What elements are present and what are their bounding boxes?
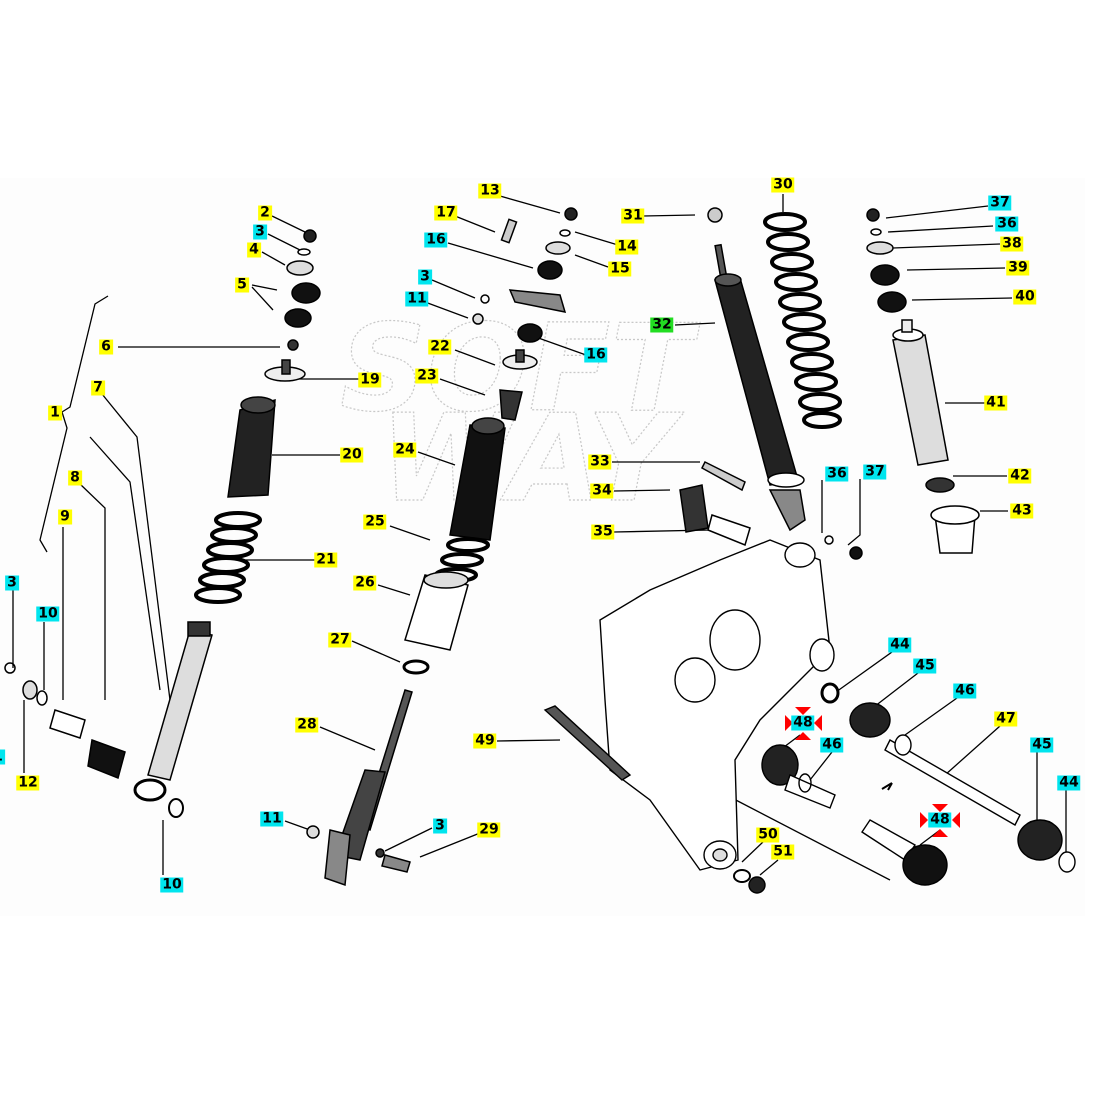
callout-label: 37 [863, 463, 887, 480]
callout-label: 10 [160, 876, 184, 893]
callout-label: 4 [247, 241, 261, 258]
callout-label: 17 [434, 204, 458, 221]
callout-label: 48 [791, 714, 815, 731]
callout-label: 41 [984, 394, 1008, 411]
callout-label: 50 [756, 826, 780, 843]
callout-label: 16 [584, 346, 608, 363]
callout-label: 23 [415, 367, 439, 384]
callout-label: 22 [428, 338, 452, 355]
callout-label: 3 [433, 817, 447, 834]
callout-label: 24 [393, 441, 417, 458]
center-fork-parts [306, 207, 578, 887]
callout-label: 29 [477, 821, 501, 838]
callout-label: 46 [820, 736, 844, 753]
callout-label: 48 [928, 811, 952, 828]
marker-48-a [785, 707, 822, 740]
callout-label: 3 [418, 268, 432, 285]
leader-lines [12, 194, 1067, 881]
callout-label: 36 [825, 465, 849, 482]
callout-label: 6 [99, 338, 113, 355]
callout-label: 9 [58, 508, 72, 525]
callout-label: 14 [615, 238, 639, 255]
callout-label: 35 [591, 523, 615, 540]
callout-label: 1 [0, 749, 5, 765]
callout-label: 44 [1057, 774, 1081, 791]
rear-shock-parts [679, 207, 980, 560]
callout-label: 36 [995, 215, 1019, 232]
callout-label: 38 [1000, 235, 1024, 252]
callout-label: 11 [260, 810, 284, 827]
callout-label: 31 [621, 207, 645, 224]
callout-label: 26 [353, 574, 377, 591]
callout-label: 51 [771, 843, 795, 860]
callout-label: 47 [994, 710, 1018, 727]
callout-label: 45 [1030, 736, 1054, 753]
callout-label: 15 [608, 260, 632, 277]
callout-label: 27 [328, 631, 352, 648]
highlight-markers [785, 707, 960, 837]
callout-label: 8 [68, 469, 82, 486]
callout-label: 19 [358, 371, 382, 388]
callout-label: 20 [340, 446, 364, 463]
callout-label: 49 [473, 732, 497, 749]
callout-label: 13 [478, 182, 502, 199]
callout-label: 37 [988, 194, 1012, 211]
callout-label: 25 [363, 513, 387, 530]
callout-label: 30 [771, 176, 795, 193]
callout-label: 44 [888, 636, 912, 653]
callout-label: 3 [5, 574, 19, 591]
callout-label: 45 [913, 657, 937, 674]
callout-label: 32 [650, 316, 674, 333]
callout-label: 40 [1013, 288, 1037, 305]
callout-label: 16 [424, 231, 448, 248]
callout-label: 7 [91, 379, 105, 396]
marker-48-b [920, 804, 960, 837]
callout-label: 33 [588, 453, 612, 470]
watermark-way: WAY [380, 390, 685, 529]
callout-label: 1 [48, 404, 62, 421]
engine-case-and-pivot-parts [543, 539, 1076, 894]
callout-label: 12 [16, 774, 40, 791]
callout-label: 46 [953, 682, 977, 699]
callout-label: 10 [36, 605, 60, 622]
callout-label: 5 [235, 276, 249, 293]
front-fork-parts [4, 229, 321, 818]
callout-label: 42 [1008, 467, 1032, 484]
callout-label: 11 [405, 290, 429, 307]
callout-label: 2 [258, 204, 272, 221]
callout-label: 39 [1006, 259, 1030, 276]
callout-label: 43 [1010, 502, 1034, 519]
callout-label: 34 [590, 482, 614, 499]
callout-label: 3 [253, 223, 267, 240]
callout-label: 21 [314, 551, 338, 568]
callout-label: 28 [295, 716, 319, 733]
